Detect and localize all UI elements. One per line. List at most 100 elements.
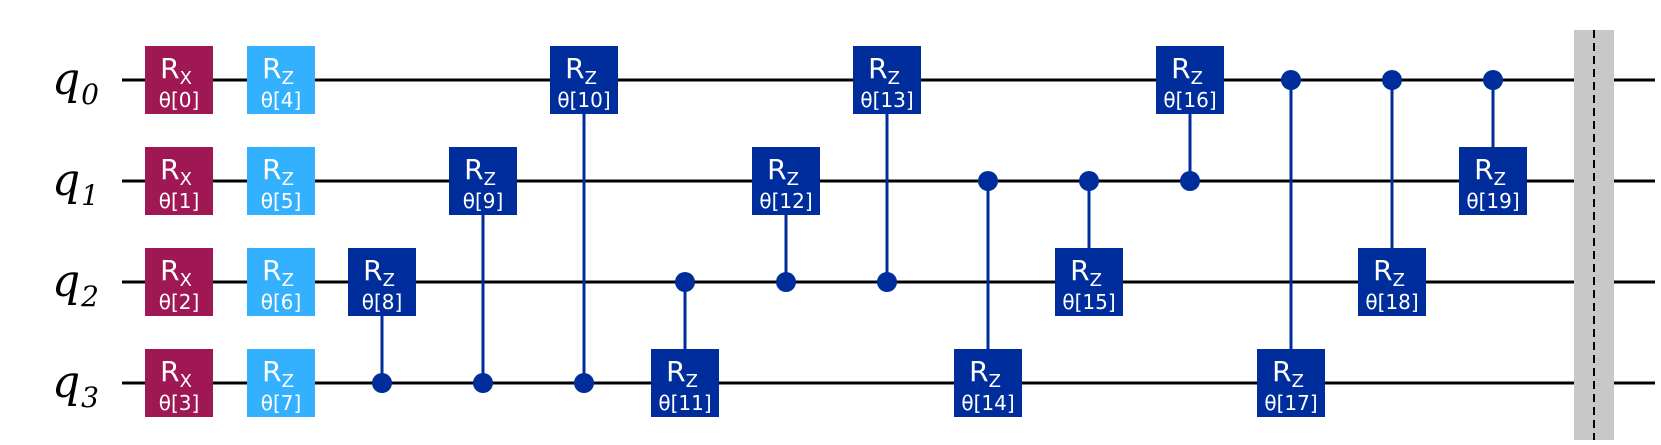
gate-6: RZθ[6] bbox=[247, 248, 315, 316]
control-dot-17 bbox=[1281, 70, 1301, 90]
control-dot-18 bbox=[1382, 70, 1402, 90]
gate-name: RX bbox=[160, 355, 192, 392]
gate-7: RZθ[7] bbox=[247, 349, 315, 417]
gate-name: RX bbox=[160, 254, 192, 291]
gate-name: RX bbox=[160, 153, 192, 190]
control-dot-12 bbox=[776, 272, 796, 292]
gate-param: θ[13] bbox=[860, 88, 913, 112]
gate-param: θ[7] bbox=[261, 391, 302, 415]
gate-name: RZ bbox=[1070, 254, 1102, 291]
gate-box bbox=[954, 349, 1022, 417]
gate-box bbox=[449, 147, 517, 215]
gate-11: RZθ[11] bbox=[651, 349, 719, 417]
gate-name: RZ bbox=[363, 254, 395, 291]
control-dot-14 bbox=[978, 171, 998, 191]
gate-param: θ[14] bbox=[961, 391, 1014, 415]
gate-18: RZθ[18] bbox=[1358, 248, 1426, 316]
gate-name: RZ bbox=[868, 52, 900, 89]
gate-param: θ[2] bbox=[159, 290, 200, 314]
gate-14: RZθ[14] bbox=[954, 349, 1022, 417]
gate-12: RZθ[12] bbox=[752, 147, 820, 215]
gate-name: RZ bbox=[1171, 52, 1203, 89]
gate-4: RZθ[4] bbox=[247, 46, 315, 114]
control-connectors bbox=[372, 70, 1503, 393]
gate-param: θ[17] bbox=[1264, 391, 1317, 415]
gate-name: RZ bbox=[767, 153, 799, 190]
gate-param: θ[10] bbox=[557, 88, 610, 112]
gate-param: θ[11] bbox=[658, 391, 711, 415]
control-dot-15 bbox=[1079, 171, 1099, 191]
gate-box bbox=[247, 349, 315, 417]
gate-param: θ[5] bbox=[261, 189, 302, 213]
control-dot-10 bbox=[574, 373, 594, 393]
qubit-label-0: q0 bbox=[52, 54, 99, 111]
gate-box bbox=[247, 46, 315, 114]
gate-param: θ[0] bbox=[159, 88, 200, 112]
gate-box bbox=[651, 349, 719, 417]
gate-param: θ[8] bbox=[362, 290, 403, 314]
gate-3: RXθ[3] bbox=[145, 349, 213, 417]
gate-box bbox=[1156, 46, 1224, 114]
gate-1: RXθ[1] bbox=[145, 147, 213, 215]
gate-param: θ[4] bbox=[261, 88, 302, 112]
qubit-label-2: q2 bbox=[52, 256, 99, 313]
gate-param: θ[3] bbox=[159, 391, 200, 415]
gate-name: RZ bbox=[969, 355, 1001, 392]
gate-name: RZ bbox=[262, 153, 294, 190]
gate-name: RZ bbox=[262, 355, 294, 392]
gate-box bbox=[752, 147, 820, 215]
barrier bbox=[1574, 30, 1614, 440]
gate-box bbox=[853, 46, 921, 114]
control-dot-13 bbox=[877, 272, 897, 292]
gate-name: RZ bbox=[666, 355, 698, 392]
gate-box bbox=[550, 46, 618, 114]
control-dot-9 bbox=[473, 373, 493, 393]
qubit-labels: q0 q1 q2 q3 bbox=[52, 54, 99, 414]
gate-box bbox=[145, 349, 213, 417]
gate-8: RZθ[8] bbox=[348, 248, 416, 316]
gate-box bbox=[1055, 248, 1123, 316]
gate-box bbox=[1257, 349, 1325, 417]
control-dot-11 bbox=[675, 272, 695, 292]
qubit-label-3: q3 bbox=[52, 357, 99, 414]
gate-box bbox=[145, 46, 213, 114]
gate-name: RZ bbox=[565, 52, 597, 89]
gate-box bbox=[1459, 147, 1527, 215]
gate-13: RZθ[13] bbox=[853, 46, 921, 114]
gate-16: RZθ[16] bbox=[1156, 46, 1224, 114]
gate-17: RZθ[17] bbox=[1257, 349, 1325, 417]
gate-name: RX bbox=[160, 52, 192, 89]
gate-9: RZθ[9] bbox=[449, 147, 517, 215]
gate-param: θ[9] bbox=[463, 189, 504, 213]
gate-19: RZθ[19] bbox=[1459, 147, 1527, 215]
gate-name: RZ bbox=[464, 153, 496, 190]
gate-15: RZθ[15] bbox=[1055, 248, 1123, 316]
control-dot-16 bbox=[1180, 171, 1200, 191]
gate-box bbox=[145, 147, 213, 215]
barrier-band bbox=[1574, 30, 1614, 440]
gate-param: θ[12] bbox=[759, 189, 812, 213]
control-dot-19 bbox=[1483, 70, 1503, 90]
gate-param: θ[16] bbox=[1163, 88, 1216, 112]
gate-2: RXθ[2] bbox=[145, 248, 213, 316]
gate-param: θ[1] bbox=[159, 189, 200, 213]
gate-box bbox=[145, 248, 213, 316]
gate-box bbox=[348, 248, 416, 316]
gate-10: RZθ[10] bbox=[550, 46, 618, 114]
gate-name: RZ bbox=[1474, 153, 1506, 190]
gate-param: θ[18] bbox=[1365, 290, 1418, 314]
gate-name: RZ bbox=[262, 254, 294, 291]
gate-param: θ[19] bbox=[1466, 189, 1519, 213]
gates: RXθ[0]RXθ[1]RXθ[2]RXθ[3]RZθ[4]RZθ[5]RZθ[… bbox=[145, 46, 1527, 417]
gate-name: RZ bbox=[1373, 254, 1405, 291]
gate-box bbox=[247, 248, 315, 316]
gate-5: RZθ[5] bbox=[247, 147, 315, 215]
gate-box bbox=[1358, 248, 1426, 316]
control-dot-8 bbox=[372, 373, 392, 393]
gate-name: RZ bbox=[1272, 355, 1304, 392]
qubit-label-1: q1 bbox=[52, 155, 99, 212]
gate-param: θ[15] bbox=[1062, 290, 1115, 314]
gate-param: θ[6] bbox=[261, 290, 302, 314]
gate-box bbox=[247, 147, 315, 215]
